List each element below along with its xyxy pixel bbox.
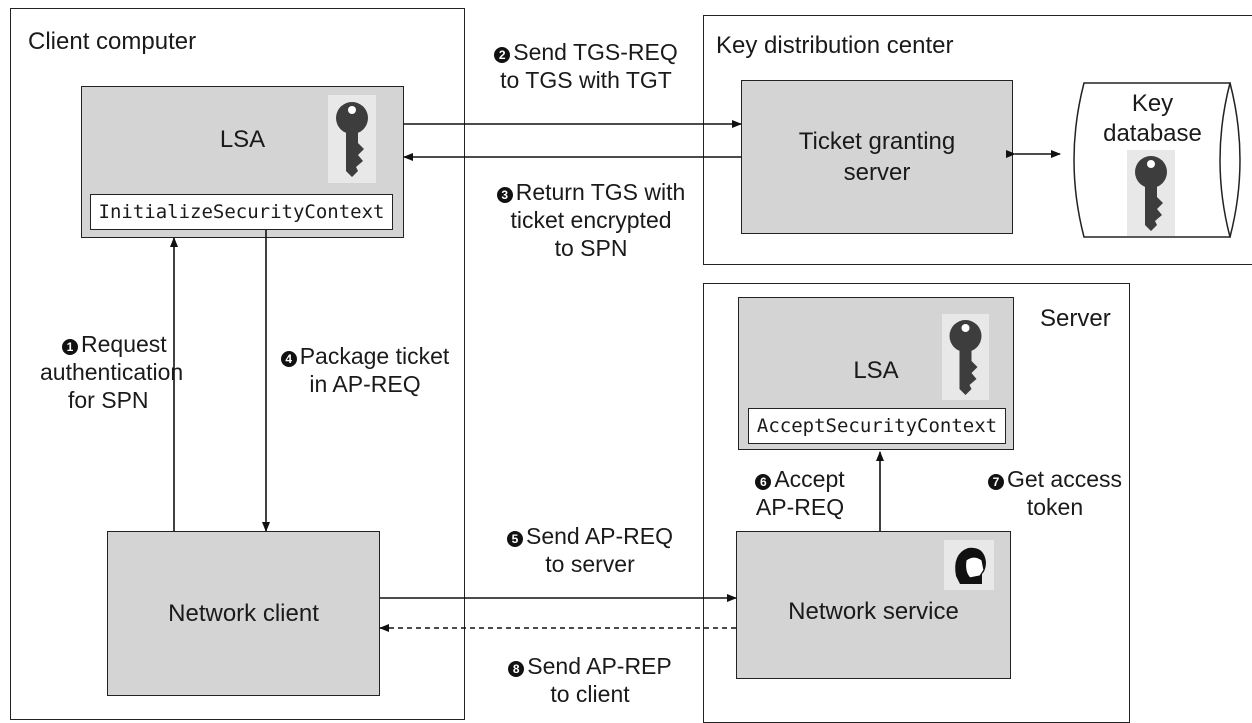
key-icon [328, 95, 376, 183]
tgs-label-line2: server [843, 159, 911, 186]
key-database-label-line2: database [1103, 120, 1202, 147]
person-icon [944, 540, 994, 590]
server-title: Server [1040, 305, 1111, 332]
key-icon [942, 314, 989, 400]
initialize-security-context-label: InitializeSecurityContext [90, 194, 393, 230]
kdc-title: Key distribution center [716, 32, 954, 59]
client-computer-title: Client computer [28, 28, 197, 55]
ticket-granting-server-box [741, 80, 1013, 234]
kdc-region [703, 15, 1252, 265]
key-database-label-line1: Key [1131, 90, 1174, 117]
tgs-label-line1: Ticket granting [798, 128, 956, 155]
connector-lines [170, 120, 1061, 632]
client-lsa-label: LSA [219, 126, 266, 153]
server-lsa-label: LSA [853, 357, 899, 384]
network-client-label: Network client [168, 600, 319, 627]
key-icon [1127, 150, 1175, 236]
network-client-box [107, 531, 380, 696]
accept-security-context-label: AcceptSecurityContext [748, 408, 1006, 444]
network-service-label: Network service [788, 598, 959, 625]
